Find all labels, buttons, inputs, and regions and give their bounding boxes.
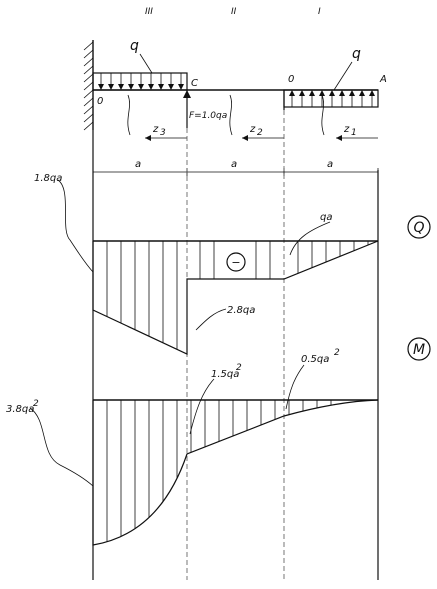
wall-hatch-stroke	[83, 73, 94, 83]
wall-hatch-stroke	[83, 113, 94, 123]
q-label-right: qa	[320, 212, 332, 223]
left-load-arrowhead	[158, 84, 164, 90]
section-label-1: I	[318, 7, 321, 17]
point-0-left: 0	[97, 96, 103, 107]
left-load-arrowhead	[168, 84, 174, 90]
right-load-arrowhead	[369, 90, 375, 96]
right-load-arrowhead	[309, 90, 315, 96]
m-leader-right	[285, 364, 305, 410]
q-diagram-outline	[92, 240, 379, 355]
z2-label-base: z	[249, 124, 256, 135]
point-c: C	[191, 78, 198, 89]
right-load-arrowhead	[299, 90, 305, 96]
point-0-right: 0	[288, 74, 294, 85]
right-load-arrows	[289, 90, 375, 107]
q-minus-circle	[226, 252, 246, 272]
section-cut-3	[127, 94, 131, 136]
wall-hatch-stroke	[83, 97, 94, 107]
m-leader-mid	[189, 378, 215, 435]
m-leader-left	[29, 407, 94, 487]
m-label-left-exp: 2	[33, 399, 39, 409]
z3-label-sub: 3	[160, 128, 166, 138]
wall-hatch-stroke	[83, 49, 94, 59]
wall-hatch	[83, 41, 94, 131]
q-right-leader	[333, 61, 353, 91]
left-load-arrowhead	[178, 84, 184, 90]
span-a-1: a	[327, 159, 333, 170]
right-load-arrowhead	[329, 90, 335, 96]
m-diagram-hatch	[106, 400, 332, 542]
m-circle-letter: M	[413, 342, 425, 358]
m-label-left: 3.8qa	[6, 404, 34, 415]
force-f-arrowhead	[183, 90, 191, 98]
q-leader-left	[57, 179, 94, 273]
left-load-arrowhead	[128, 84, 134, 90]
point-a: A	[379, 74, 387, 85]
z3-label-base: z	[152, 124, 159, 135]
right-load-arrowhead	[339, 90, 345, 96]
right-load-arrowhead	[319, 90, 325, 96]
m-diagram-outline	[92, 399, 379, 546]
z1-label-base: z	[343, 124, 350, 135]
q-left-leader	[139, 53, 153, 74]
right-load-arrowhead	[349, 90, 355, 96]
section-cut-1	[321, 94, 325, 136]
m-label-right: 0.5qa	[301, 354, 329, 365]
right-load-arrowhead	[359, 90, 365, 96]
left-distributed-load-box	[92, 72, 188, 91]
m-label-right-exp: 2	[334, 348, 340, 358]
q-leader-bottom	[195, 308, 227, 331]
wall-hatch-stroke	[83, 121, 94, 131]
section-label-3: III	[145, 7, 153, 17]
q-right-label: q	[352, 46, 361, 62]
span-a-3: a	[135, 159, 141, 170]
right-load-arrowhead	[289, 90, 295, 96]
section-cut-2	[229, 94, 233, 136]
q-minus-sign: −	[231, 256, 240, 269]
z2-arrowhead	[242, 135, 248, 141]
wall-hatch-stroke	[83, 41, 94, 51]
force-f-label: F=1.0qa	[189, 111, 227, 121]
wall-hatch-stroke	[83, 105, 94, 115]
left-load-arrowhead	[98, 84, 104, 90]
left-load-arrows	[98, 73, 184, 90]
left-load-arrowhead	[108, 84, 114, 90]
q-label-left: 1.8qa	[34, 173, 62, 184]
q-diagram-hatch	[106, 241, 369, 350]
m-circle-marker	[407, 337, 431, 361]
q-label-bottom: 2.8qa	[227, 305, 255, 316]
section-label-2: II	[231, 7, 237, 17]
wall-hatch-stroke	[83, 65, 94, 75]
left-load-arrowhead	[148, 84, 154, 90]
left-load-arrowhead	[118, 84, 124, 90]
m-label-mid: 1.5qa	[211, 369, 239, 380]
wall-hatch-stroke	[83, 57, 94, 67]
span-a-2: a	[231, 159, 237, 170]
z1-arrowhead	[336, 135, 342, 141]
z2-label-sub: 2	[257, 128, 263, 138]
wall-hatch-stroke	[83, 89, 94, 99]
q-circle-marker	[407, 215, 431, 239]
left-load-arrowhead	[138, 84, 144, 90]
q-left-label: q	[130, 38, 139, 54]
q-leader-right	[289, 221, 331, 256]
wall-hatch-stroke	[83, 81, 94, 91]
z3-arrowhead	[145, 135, 151, 141]
q-circle-letter: Q	[413, 220, 424, 236]
z1-label-sub: 1	[351, 128, 357, 138]
m-label-mid-exp: 2	[236, 363, 242, 373]
